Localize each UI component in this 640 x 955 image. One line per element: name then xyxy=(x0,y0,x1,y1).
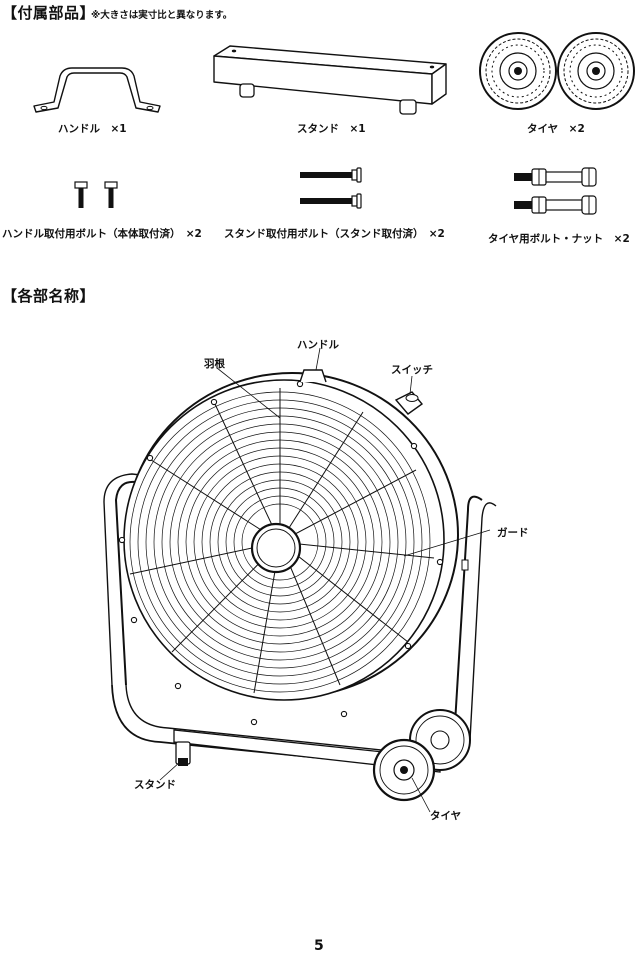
page-number: 5 xyxy=(314,938,324,954)
part-label-tire-bolts: タイヤ用ボルト・ナット ×2 xyxy=(488,233,630,245)
handle-illustration xyxy=(33,67,161,113)
part-label-handle: ハンドル ×1 xyxy=(58,123,127,135)
callout-guard: ガード xyxy=(497,527,529,539)
part-label-handle-bolts: ハンドル取付用ボルト（本体取付済） ×2 xyxy=(2,228,202,240)
callout-handle: ハンドル xyxy=(297,339,339,351)
callout-stand: スタンド xyxy=(134,779,176,791)
parts-heading: 【各部名称】 xyxy=(2,287,96,305)
accessories-heading: 【付属部品】 xyxy=(2,4,96,22)
tires-illustration xyxy=(479,32,635,110)
scale-note: ※大きさは実寸比と異なります。 xyxy=(91,10,233,21)
callout-tire: タイヤ xyxy=(430,810,462,822)
handle-bolts-illustration xyxy=(74,181,118,208)
part-label-tire: タイヤ ×2 xyxy=(527,123,585,135)
tire-bolts-illustration xyxy=(514,167,597,215)
stand-bolts-illustration xyxy=(300,167,362,209)
callout-blade: 羽根 xyxy=(204,358,225,370)
callout-switch: スイッチ xyxy=(391,364,433,376)
fan-illustration xyxy=(103,347,497,813)
stand-illustration xyxy=(213,45,447,115)
part-label-stand-bolts: スタンド取付用ボルト（スタンド取付済） ×2 xyxy=(224,228,445,240)
part-label-stand: スタンド ×1 xyxy=(297,123,366,135)
